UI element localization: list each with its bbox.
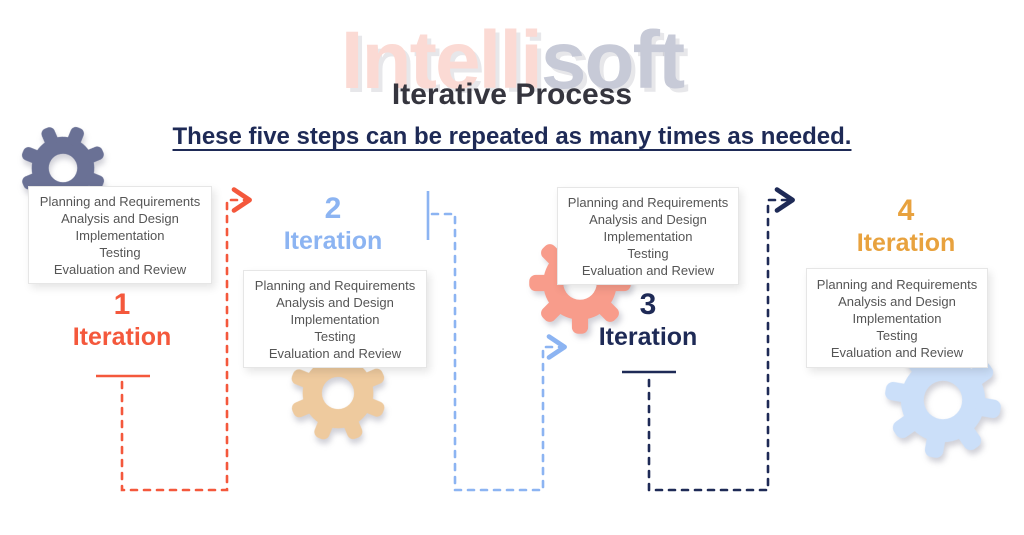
step-item: Testing	[627, 245, 669, 261]
step-item: Analysis and Design	[838, 293, 956, 309]
iteration-1-text: Iteration	[72, 323, 172, 351]
iteration-1-number: 1	[113, 288, 131, 321]
step-item: Analysis and Design	[61, 210, 179, 226]
iteration-2-text: Iteration	[283, 227, 383, 255]
step-item: Planning and Requirements	[816, 276, 978, 292]
step-item: Planning and Requirements	[39, 193, 201, 209]
step-item: Evaluation and Review	[268, 345, 402, 361]
iteration-3-number: 3	[639, 288, 657, 321]
step-item: Testing	[99, 244, 141, 260]
iteration-4-text: Iteration	[856, 229, 956, 257]
iteration-1-label: 1 Iteration	[52, 288, 192, 352]
iteration-4-number: 4	[897, 194, 915, 227]
step-item: Analysis and Design	[589, 211, 707, 227]
iteration-2-number: 2	[324, 192, 342, 225]
steps-box-1: Planning and Requirements Analysis and D…	[28, 186, 212, 284]
step-item: Planning and Requirements	[254, 277, 416, 293]
subtitle: These five steps can be repeated as many…	[172, 123, 852, 150]
steps-box-4: Planning and Requirements Analysis and D…	[806, 268, 988, 368]
iteration-3-text: Iteration	[598, 323, 698, 351]
iteration-4-label: 4 Iteration	[836, 194, 976, 258]
step-item: Evaluation and Review	[581, 262, 715, 278]
step-item: Implementation	[852, 310, 942, 326]
steps-box-3: Planning and Requirements Analysis and D…	[557, 187, 739, 285]
step-item: Testing	[876, 327, 918, 343]
watermark-intelli: Intelli	[340, 15, 543, 106]
step-item: Evaluation and Review	[830, 344, 964, 360]
step-item: Planning and Requirements	[567, 194, 729, 210]
watermark-logo: Intellisoft	[0, 18, 1024, 104]
step-item: Analysis and Design	[276, 294, 394, 310]
iteration-2-label: 2 Iteration	[263, 192, 403, 256]
watermark-soft: soft	[540, 15, 685, 106]
iteration-3-label: 3 Iteration	[578, 288, 718, 352]
step-item: Testing	[314, 328, 356, 344]
step-item: Implementation	[603, 228, 693, 244]
step-item: Implementation	[290, 311, 380, 327]
page-title: Iterative Process	[391, 78, 633, 111]
steps-box-2: Planning and Requirements Analysis and D…	[243, 270, 427, 368]
step-item: Evaluation and Review	[53, 261, 187, 277]
step-item: Implementation	[75, 227, 165, 243]
